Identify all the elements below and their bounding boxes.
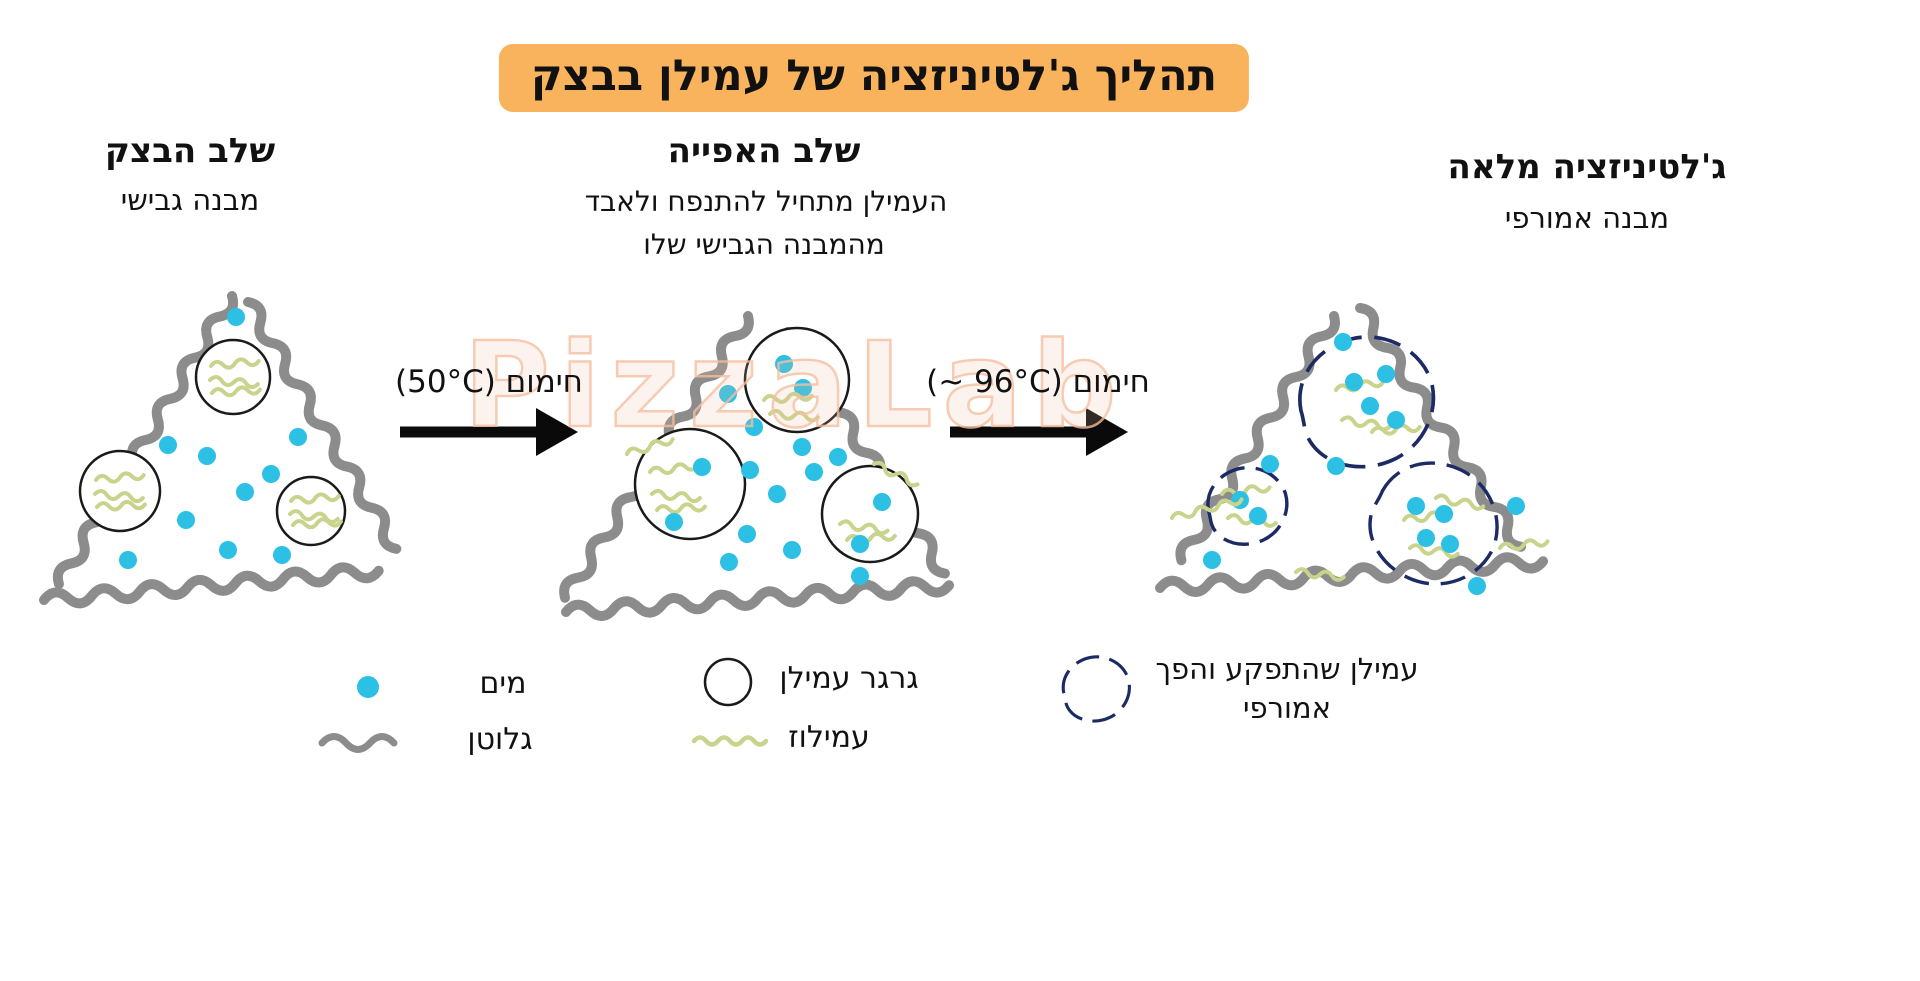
heating-arrow-2 (950, 408, 1128, 456)
diagram-title: תהליך ג'לטיניזציה של עמילן בבצק (498, 44, 1250, 112)
legend-label-gluten: גלוטן (467, 722, 533, 757)
starch-granules (623, 326, 921, 564)
legend-label-amylose: עמילוז (788, 720, 870, 755)
amylose-squiggle-icon (694, 738, 766, 745)
amorphous-starch-blobs (1206, 335, 1523, 613)
legend-label-starch-granule: גרגר עמילן (779, 661, 919, 696)
arrow-head-icon (536, 408, 578, 456)
water-dots (119, 308, 307, 569)
arrow-1-label: חימום ⁦(50°C)⁩ (395, 364, 583, 400)
stage-3-heading: ג'לטיניזציה מלאה (1447, 147, 1727, 187)
water-dots (1203, 333, 1525, 595)
water-dots (719, 385, 869, 585)
water-dot-icon (357, 676, 379, 698)
starch-granule-icon (703, 657, 753, 707)
stage-1-subtitle: מבנה גבישי (120, 183, 260, 217)
gluten-wave-icon (322, 737, 394, 750)
amorphous-starch-icon (1061, 655, 1131, 723)
heating-arrow-1 (400, 408, 578, 456)
stage-2-subtitle-line-1: העמילן מתחיל להתנפח ולאבד (584, 185, 948, 218)
stage-1-heading: שלב הבצק (104, 131, 276, 171)
stage-2-heading: שלב האפייה (667, 131, 861, 171)
amorphous-blob-outline (1346, 436, 1523, 613)
arrow-head-icon (1086, 408, 1128, 456)
dough-stage-illustration (43, 293, 401, 607)
starch-granules (78, 338, 347, 547)
stage-2-subtitle-line-2: מהמבנה הגבישי שלו (643, 228, 885, 261)
gluten-strands (43, 293, 401, 607)
arrow-2-label: חימום ⁦(~ 96°C)⁩ (926, 364, 1150, 400)
stage-3-subtitle: מבנה אמורפי (1504, 201, 1670, 235)
legend-label-water: מים (479, 666, 527, 701)
baking-stage-illustration (560, 312, 951, 618)
full-gelatinization-illustration (1160, 304, 1551, 613)
legend-icons (322, 655, 1131, 750)
gluten-strands (1160, 304, 1544, 594)
legend-label-amorphous-starch: עמילן שהתפקע והפך אמורפי (1155, 652, 1419, 726)
